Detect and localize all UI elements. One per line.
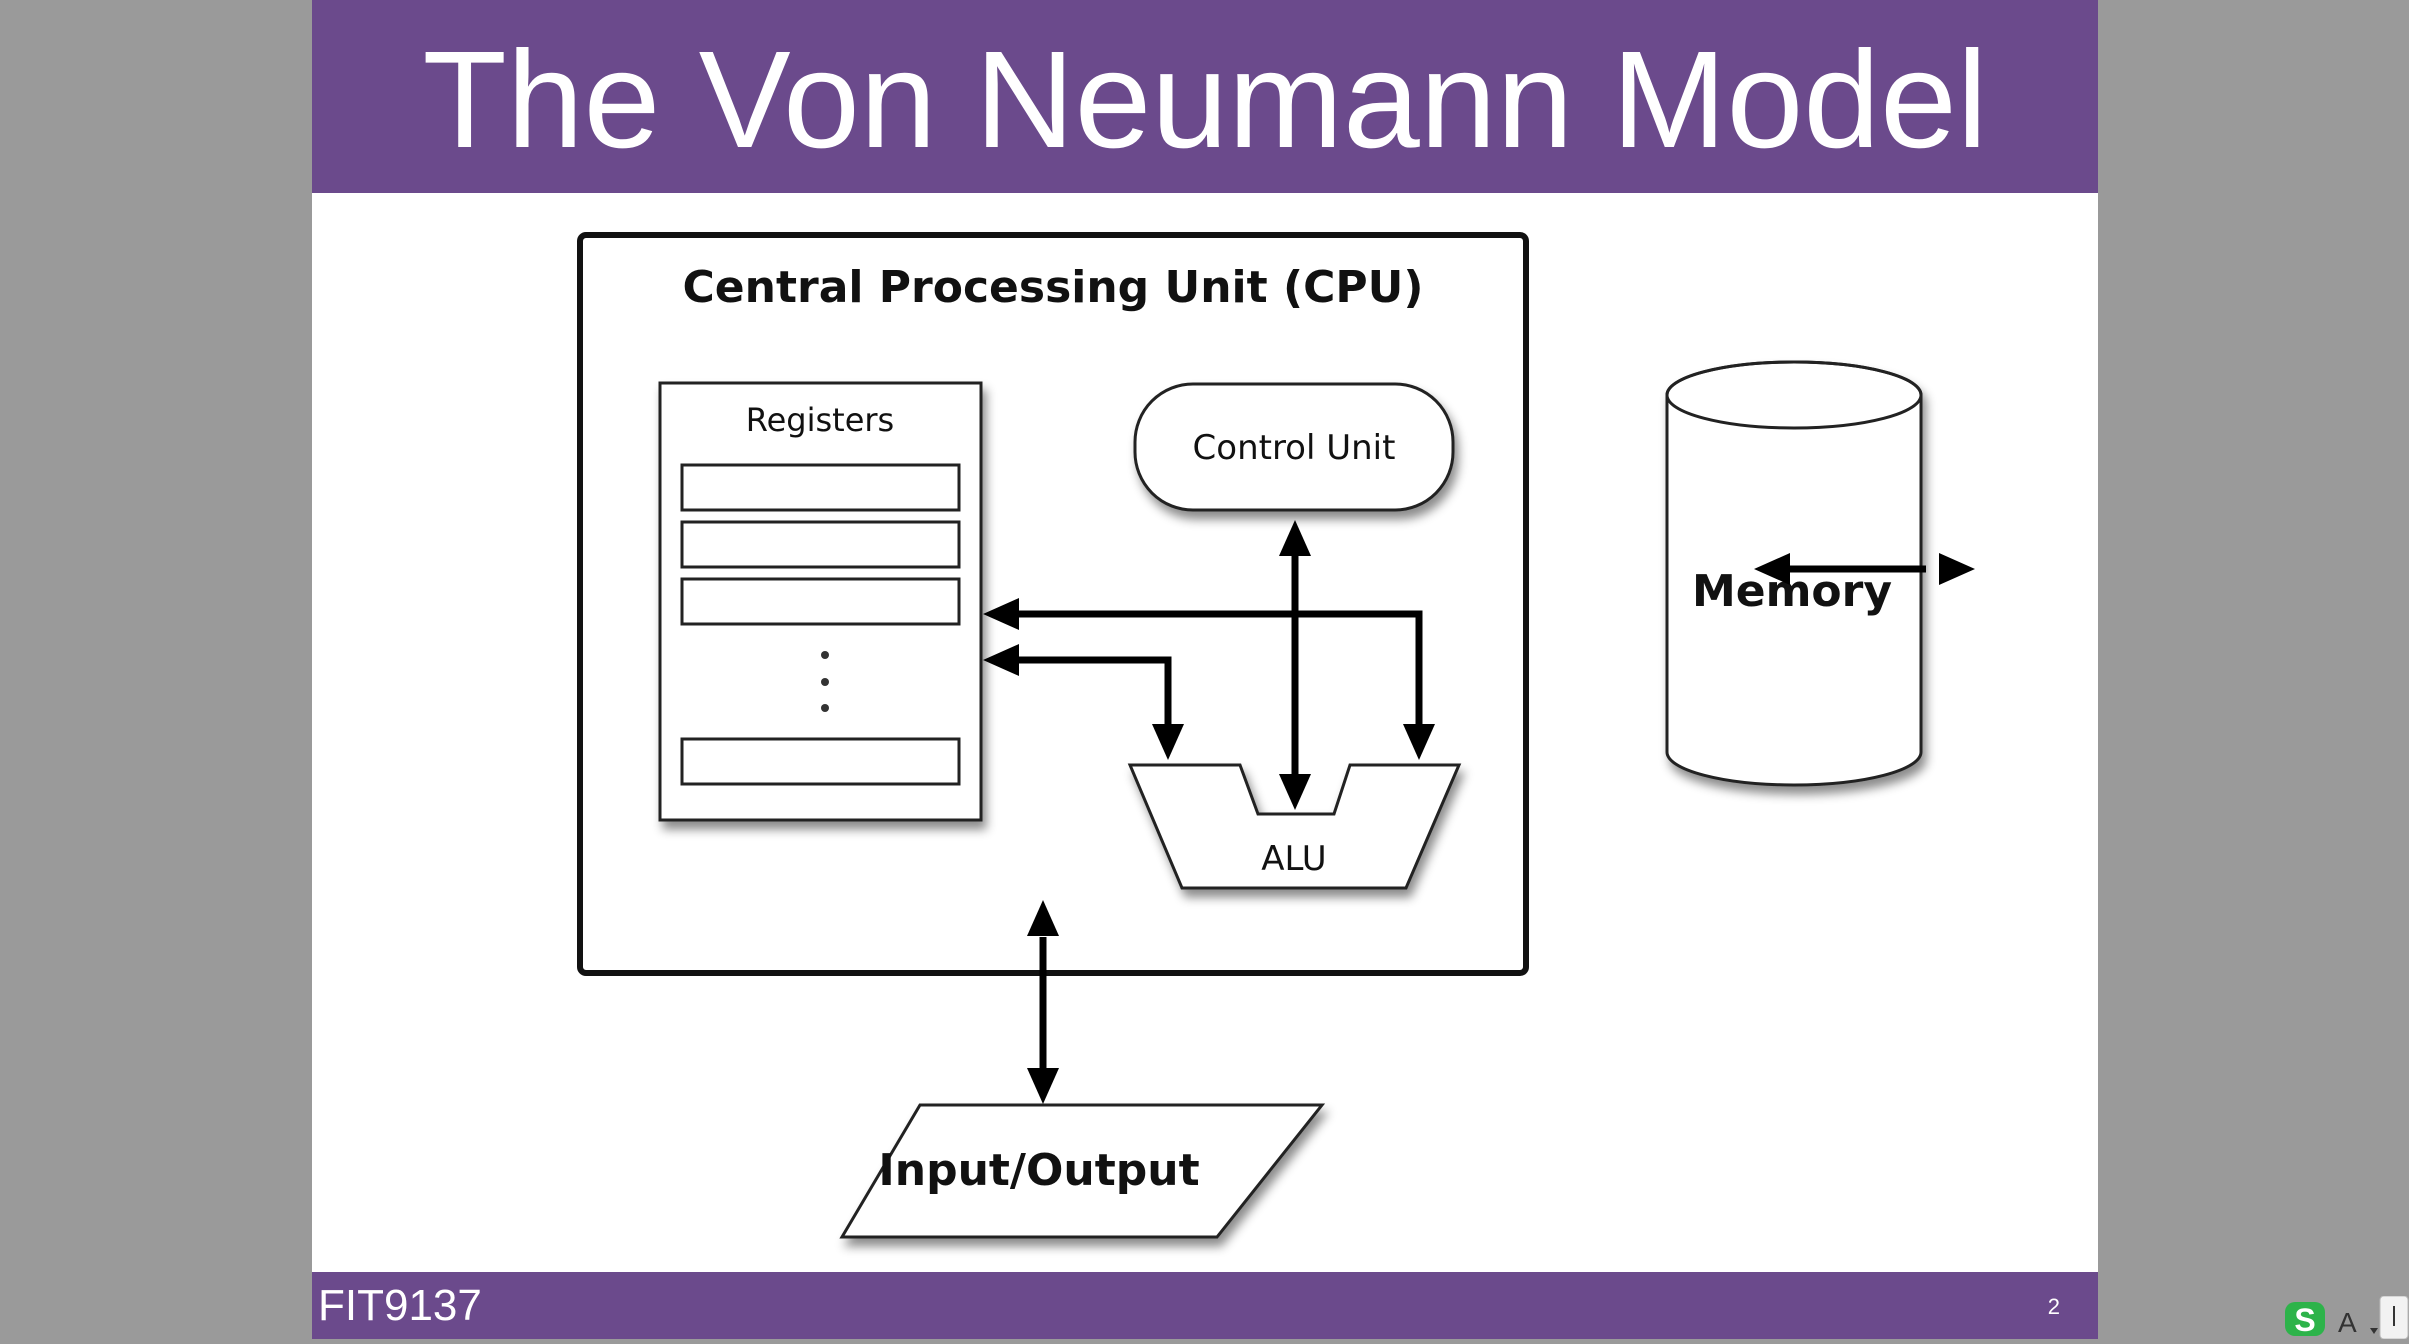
ime-logo-icon[interactable]: S <box>2285 1302 2325 1338</box>
ime-tray[interactable]: S A <box>2282 1295 2409 1340</box>
ime-mode-indicator[interactable]: A <box>2338 1307 2357 1338</box>
io-label: Input/Output <box>878 1145 1199 1196</box>
slide-header: The Von Neumann Model <box>312 0 2098 193</box>
control-unit-label: Control Unit <box>1193 428 1396 468</box>
register-slot <box>680 463 961 512</box>
memory-label: Memory <box>1692 566 1892 617</box>
register-slot <box>680 737 961 786</box>
cpu-label: Central Processing Unit (CPU) <box>683 262 1424 313</box>
slide-footer: FIT9137 2 <box>312 1272 2098 1339</box>
register-ellipsis <box>821 651 829 712</box>
registers-label: Registers <box>746 401 894 439</box>
course-code: FIT9137 <box>318 1281 482 1330</box>
register-slot <box>680 577 961 626</box>
von-neumann-diagram: Central Processing Unit (CPU) Registers … <box>577 232 1975 1239</box>
arrow-lines <box>995 548 1926 1068</box>
svg-text:S: S <box>2294 1302 2315 1338</box>
page-number: 2 <box>2047 1294 2060 1319</box>
alu-label: ALU <box>1261 839 1326 879</box>
io-block <box>839 1103 1326 1239</box>
ime-dropdown-icon[interactable] <box>2370 1328 2378 1334</box>
control-unit-block <box>1133 382 1455 512</box>
slide-title: The Von Neumann Model <box>422 22 1988 177</box>
register-slot <box>680 520 961 569</box>
slide: The Von Neumann Model Central Processing… <box>312 0 2098 1339</box>
arrow-heads <box>983 520 1975 1104</box>
alu-block <box>1127 763 1462 890</box>
